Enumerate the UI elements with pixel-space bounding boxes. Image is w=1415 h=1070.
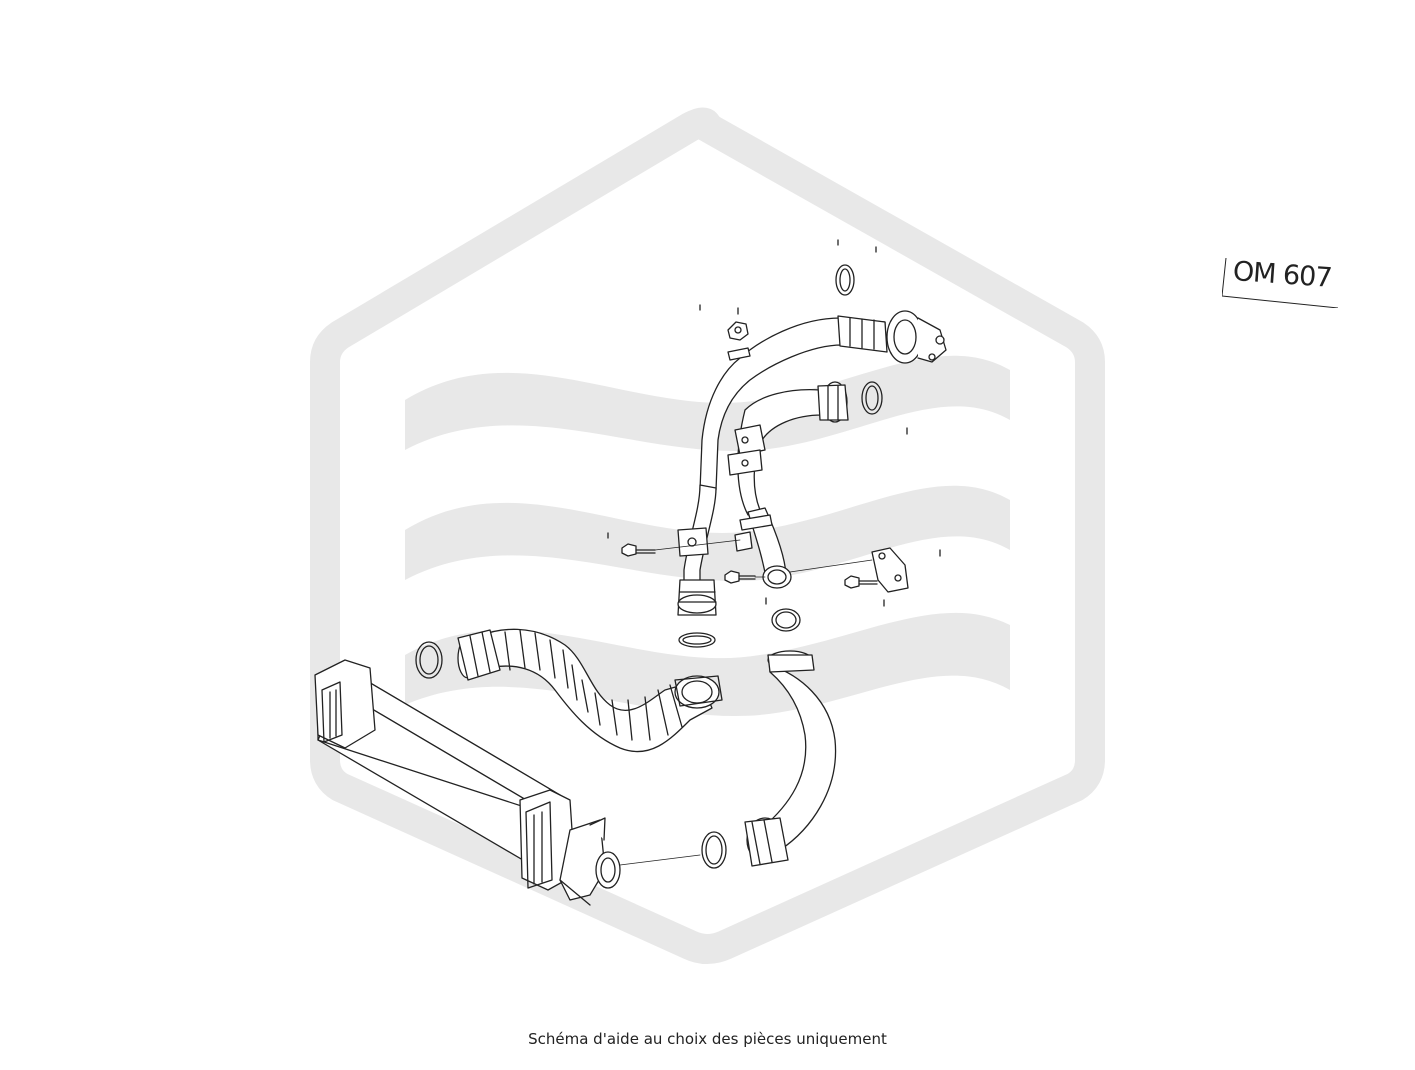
engine-code-label: OM 607 <box>1222 256 1338 308</box>
right-lower-hose <box>744 650 837 867</box>
o-ring-left <box>415 641 443 679</box>
intercooler <box>314 659 701 906</box>
corrugated-hose <box>457 628 723 753</box>
mounting-nut <box>699 304 751 361</box>
pipe-bracket-clips <box>727 424 766 476</box>
o-ring-bottom <box>701 831 727 869</box>
o-ring-middle-left <box>678 632 716 648</box>
right-mounting-bracket <box>765 547 941 607</box>
middle-charge-pipe <box>737 381 908 516</box>
lower-left-pipe <box>677 484 717 616</box>
diagram-caption: Schéma d'aide au choix des pièces unique… <box>528 1030 887 1048</box>
upper-charge-pipe <box>699 310 947 491</box>
o-ring-middle-right <box>771 608 801 632</box>
engine-label-bracket <box>1222 257 1338 308</box>
watermark-hexagon <box>310 107 1105 964</box>
bolt-middle <box>724 570 766 584</box>
lower-right-pipe <box>734 507 792 589</box>
top-clamp-ring <box>835 239 877 296</box>
bolt-left <box>607 532 741 557</box>
watermark-wave-1 <box>405 355 1010 451</box>
bolt-right <box>844 575 878 589</box>
